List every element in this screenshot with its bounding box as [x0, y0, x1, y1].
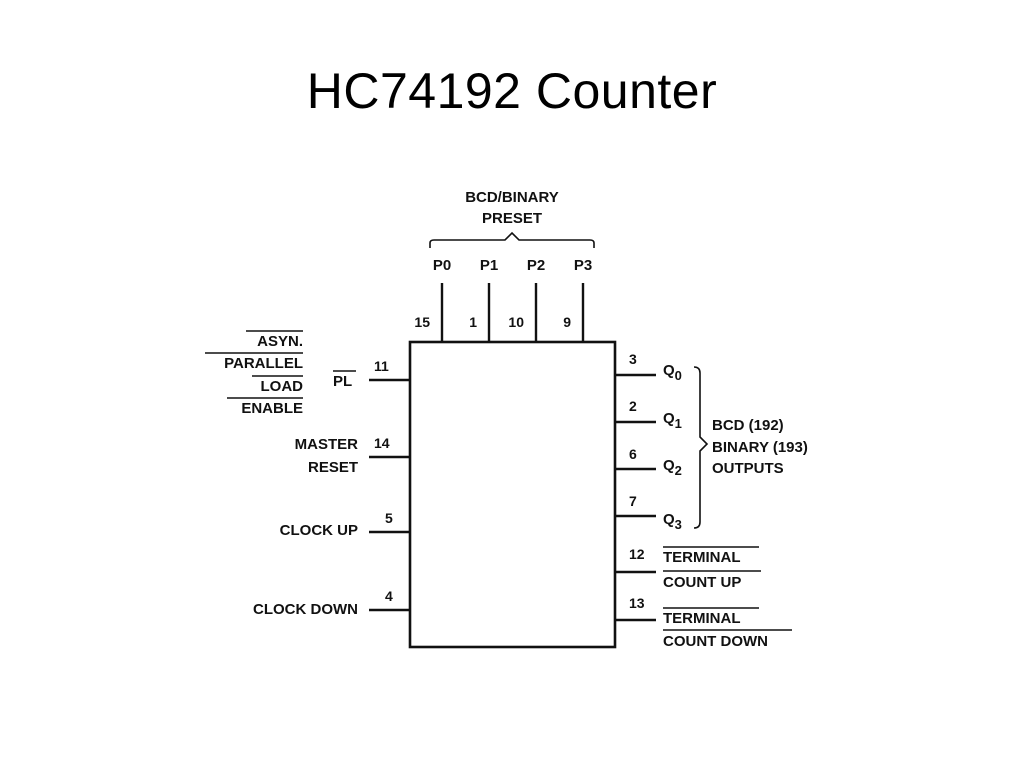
outputs-group-line1: BCD (192)	[712, 417, 784, 434]
outputs-group-line2: BINARY (193)	[712, 439, 808, 456]
output-q1-label: Q1	[663, 410, 682, 431]
pin-number-tc-down: 13	[629, 595, 645, 611]
pin-number-q1: 2	[629, 398, 637, 414]
pl-signal-label: PL	[333, 373, 352, 390]
chip-body	[408, 340, 617, 649]
async-label-line4: ENABLE	[241, 400, 303, 417]
tc-down-line1: TERMINAL	[663, 610, 741, 627]
pin-number-clock-up: 5	[385, 510, 393, 526]
tc-down-line2: COUNT DOWN	[663, 633, 768, 650]
output-q2-name: Q	[663, 457, 675, 474]
pin-number-p3: 9	[563, 314, 571, 330]
output-q3-name: Q	[663, 511, 675, 528]
output-q0-sub: 0	[675, 368, 682, 383]
async-label-line1: ASYN.	[257, 333, 303, 350]
slide-title: HC74192 Counter	[306, 63, 718, 119]
pin-name-p0: P0	[433, 257, 451, 274]
output-q3-sub: 3	[675, 517, 682, 532]
preset-brace	[429, 231, 595, 248]
pin-number-q0: 3	[629, 351, 637, 367]
tc-up-line2: COUNT UP	[663, 574, 741, 591]
preset-label-line1: BCD/BINARY	[465, 189, 559, 206]
pin-name-p1: P1	[480, 257, 498, 274]
outputs-brace	[693, 366, 709, 529]
async-label-line2: PARALLEL	[224, 355, 303, 372]
pin-number-q2: 6	[629, 446, 637, 462]
outputs-group-line3: OUTPUTS	[712, 460, 784, 477]
output-q2-label: Q2	[663, 457, 682, 478]
clock-up-label: CLOCK UP	[280, 522, 358, 539]
clock-down-label: CLOCK DOWN	[253, 601, 358, 618]
output-q1-name: Q	[663, 410, 675, 427]
output-q3-label: Q3	[663, 511, 682, 532]
output-q0-label: Q0	[663, 362, 682, 383]
tc-up-line1: TERMINAL	[663, 549, 741, 566]
pin-number-tc-up: 12	[629, 546, 645, 562]
master-reset-line1: MASTER	[295, 436, 359, 453]
pin-number-q3: 7	[629, 493, 637, 509]
master-reset-line2: RESET	[308, 459, 358, 476]
output-q2-sub: 2	[675, 463, 682, 478]
async-label-line3: LOAD	[261, 378, 304, 395]
output-q0-name: Q	[663, 362, 675, 379]
preset-label-line2: PRESET	[482, 210, 542, 227]
pin-number-p1: 1	[469, 314, 477, 330]
pin-name-p3: P3	[574, 257, 592, 274]
pin-number-p0: 15	[414, 314, 430, 330]
pin-number-pl: 11	[374, 358, 389, 374]
pin-number-p2: 10	[508, 314, 524, 330]
pin-name-p2: P2	[527, 257, 545, 274]
pin-number-master-reset: 14	[374, 435, 390, 451]
output-q1-sub: 1	[675, 416, 682, 431]
pin-number-clock-down: 4	[385, 588, 393, 604]
